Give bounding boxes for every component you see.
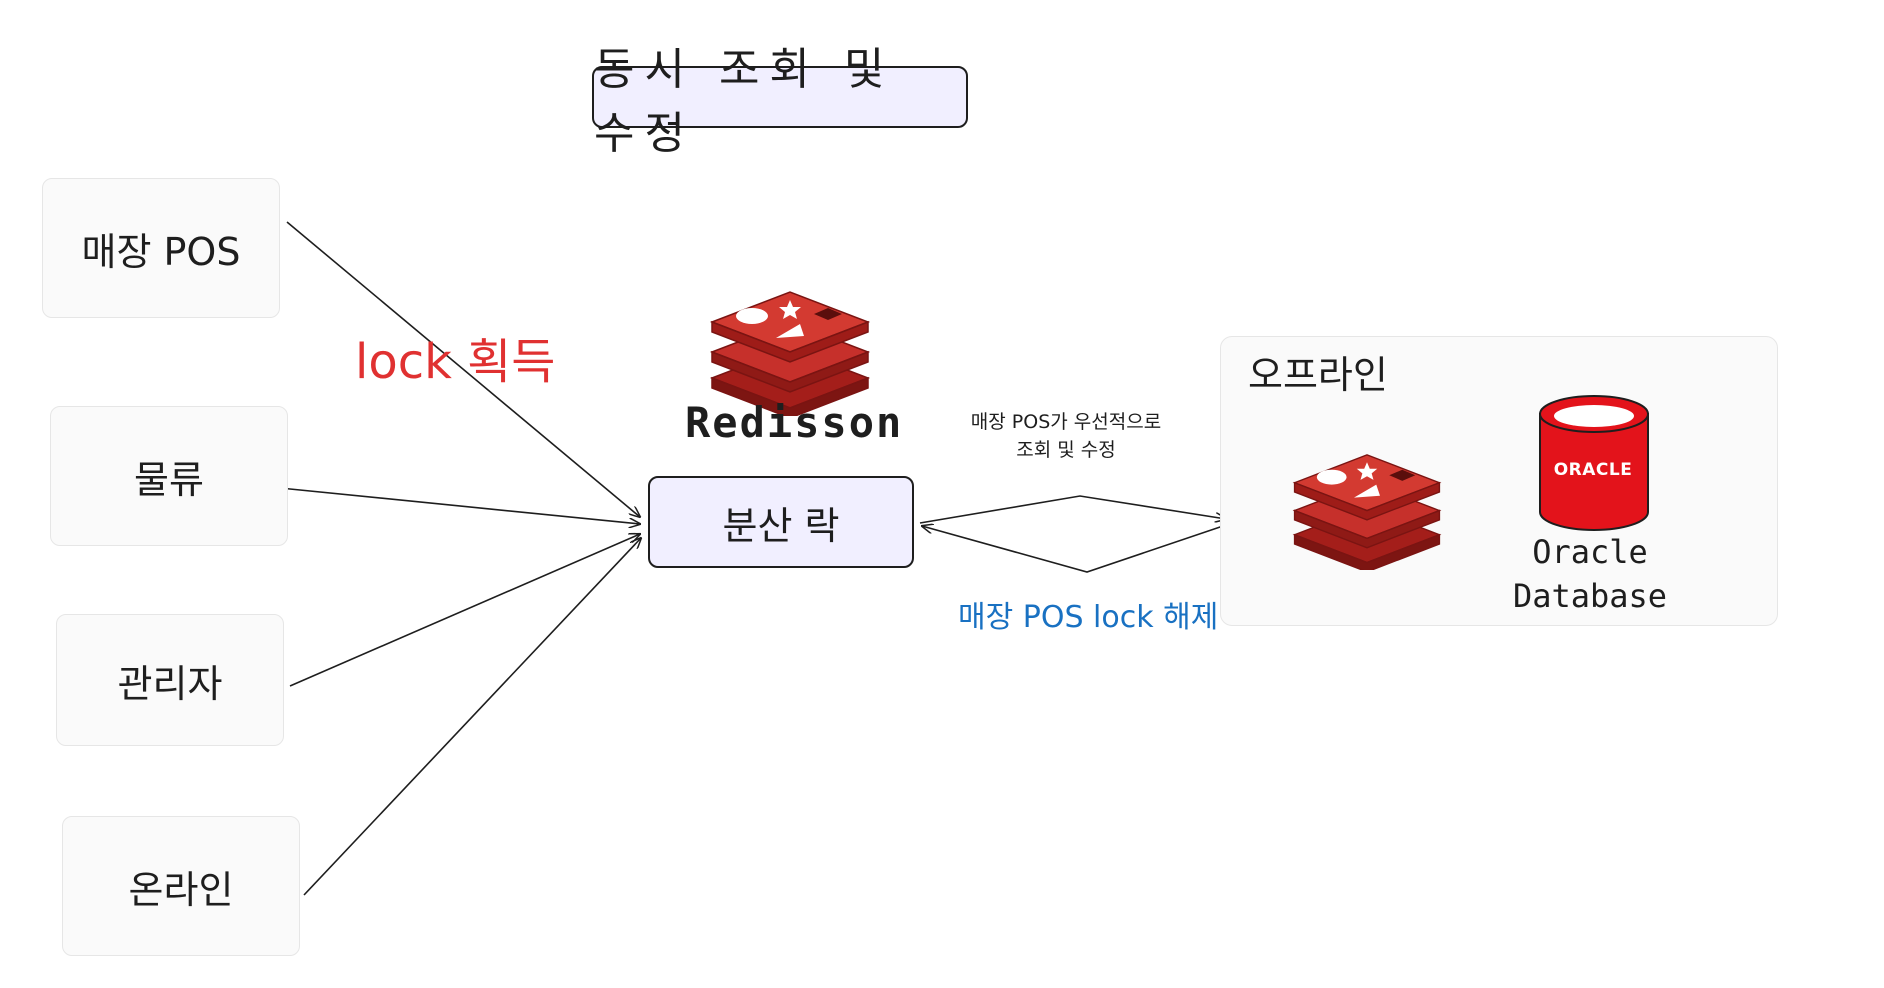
lock-acquire-label: lock 획득 — [355, 334, 556, 390]
redis-logo-icon — [709, 291, 871, 416]
diagram-title: 동시 조회 및 수정 — [592, 44, 968, 159]
arrow-online-to-lock — [303, 538, 641, 896]
redisson-label: Redisson — [685, 398, 904, 447]
arrow-offline-to-lock — [922, 525, 1227, 573]
oracle-label-line-2: Database — [1512, 577, 1668, 615]
arrow-pos-to-lock — [286, 221, 640, 517]
arrow-lock-to-offline — [919, 495, 1226, 524]
priority-note: 매장 POS가 우선적으로 조회 및 수정 — [960, 408, 1172, 464]
oracle-database-label: Oracle Database — [1495, 530, 1685, 618]
oracle-badge-text: ORACLE — [1553, 460, 1633, 480]
oracle-cylinder-icon — [1539, 395, 1649, 531]
redis-logo-icon — [1292, 454, 1442, 570]
arrow-admin-to-lock — [289, 534, 640, 687]
source-box-logistics: 물류 — [50, 406, 288, 546]
lock-release-label: 매장 POS lock 해제 — [958, 600, 1219, 635]
distributed-lock-box: 분산 락 — [648, 476, 914, 568]
offline-group-box — [1220, 336, 1778, 626]
arrow-logistics-to-lock — [279, 487, 640, 524]
oracle-label-line-1: Oracle — [1532, 533, 1648, 571]
priority-note-line-1: 매장 POS가 우선적으로 — [970, 411, 1162, 433]
offline-group-title: 오프라인 — [1248, 353, 1388, 397]
source-box-store-pos: 매장 POS — [42, 178, 280, 318]
priority-note-line-2: 조회 및 수정 — [1016, 439, 1116, 461]
source-box-online: 온라인 — [62, 816, 300, 956]
source-box-admin: 관리자 — [56, 614, 284, 746]
